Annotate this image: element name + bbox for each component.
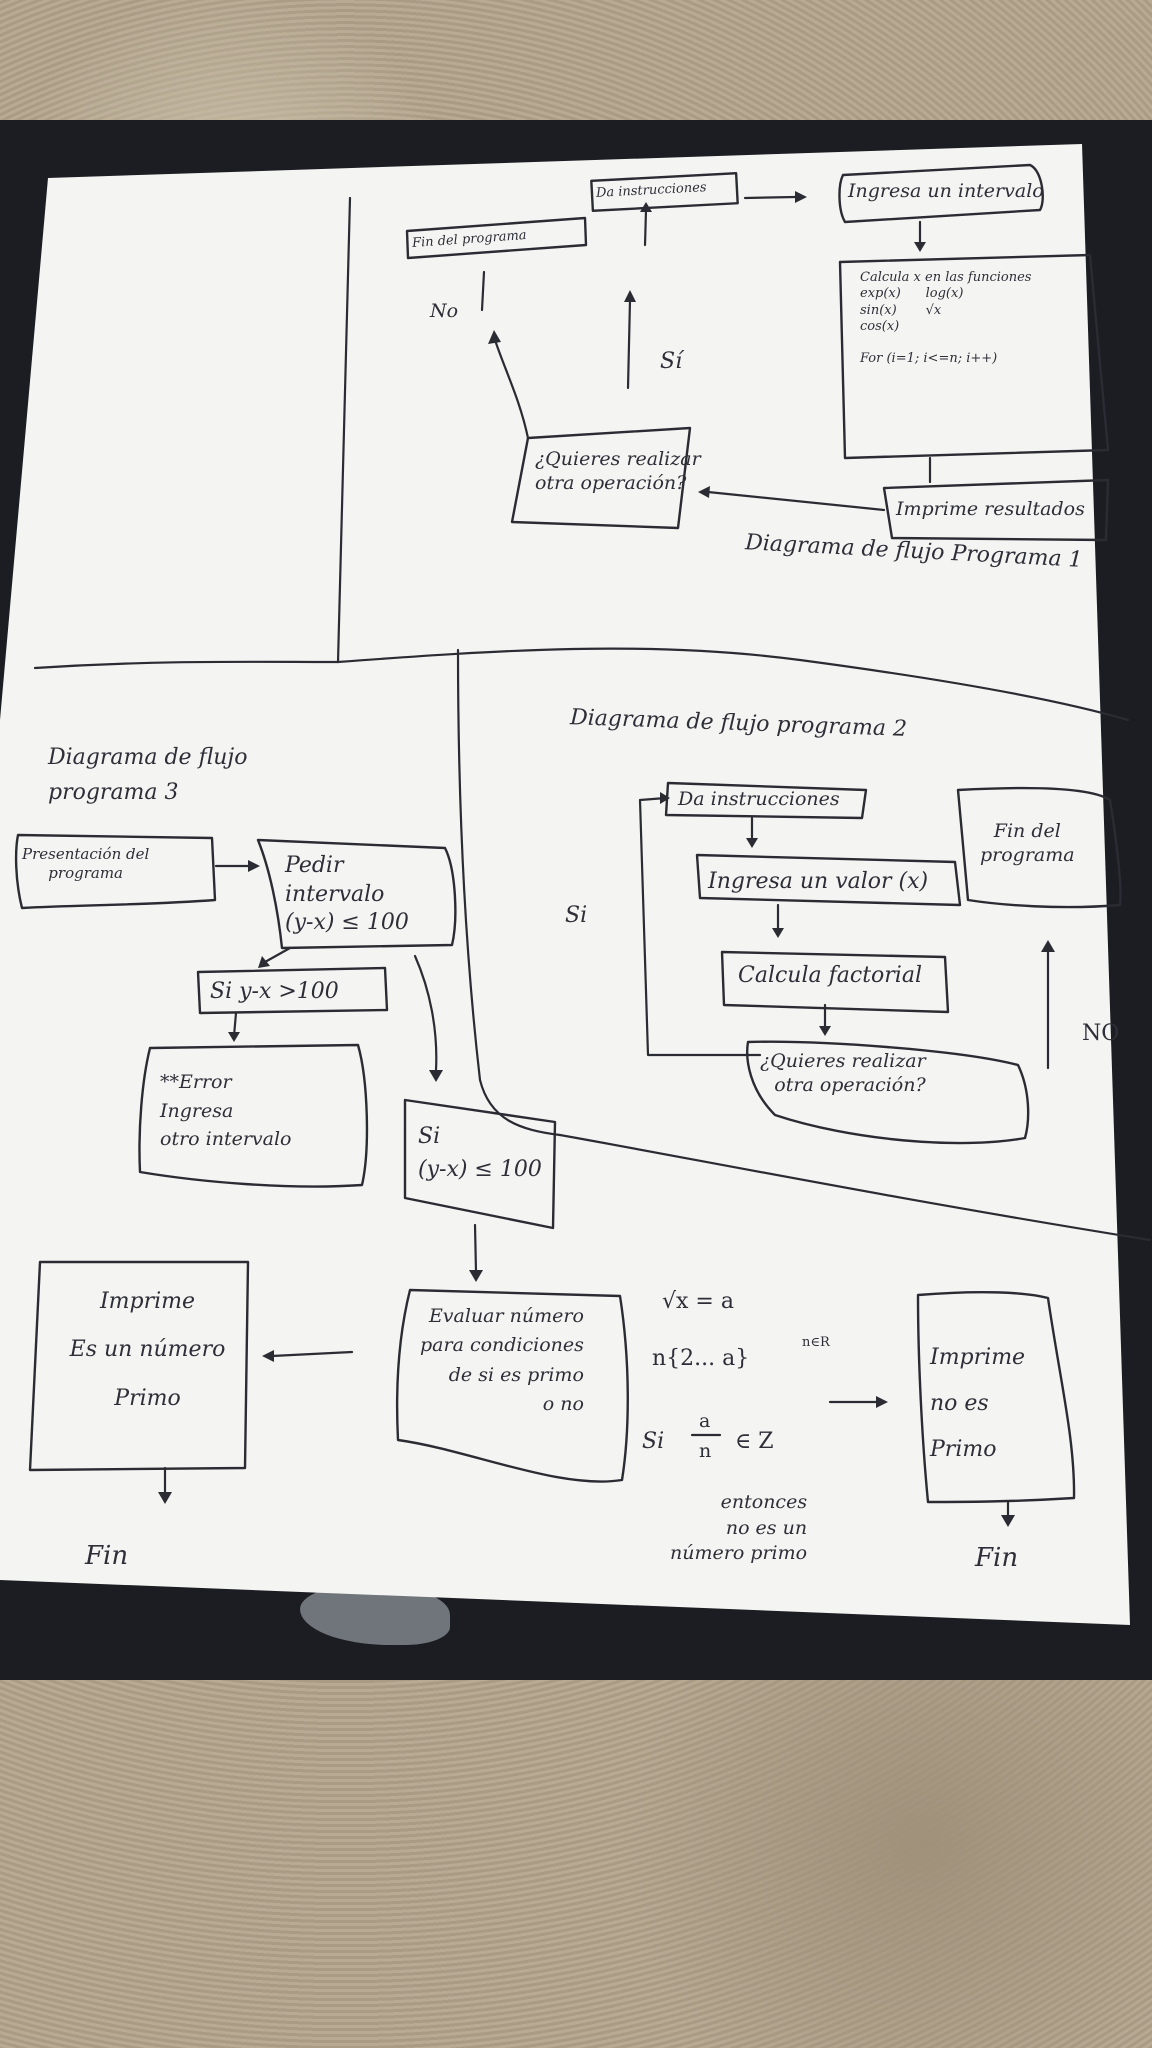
- p3-math-set: n{2... a}: [652, 1346, 750, 1371]
- p3-box-imprime-primo: [28, 1260, 250, 1472]
- p1-arrow-da-to-ingresa: [743, 195, 797, 200]
- p2-ingresa: Ingresa un valor (x): [708, 869, 929, 894]
- p3-arrow-si-menor-to-evaluar: [473, 1223, 478, 1274]
- p2-box-fin: [956, 786, 1122, 909]
- p3-math-sqrt: √x = a: [662, 1289, 734, 1314]
- p1-box-imprime: [882, 478, 1110, 542]
- p3-error: **Error Ingresa otro intervalo: [160, 1071, 292, 1150]
- p3-imprime-primo: Imprime Es un número Primo: [69, 1289, 226, 1411]
- p1-label-si: Sí: [660, 349, 683, 374]
- p1-box-fin-programa: [405, 216, 588, 260]
- p1-imprime: Imprime resultados: [896, 498, 1085, 520]
- p3-arrow-pedir-to-si-mayor: [263, 946, 292, 964]
- p2-quieres: ¿Quieres realizar otra operación?: [760, 1050, 926, 1096]
- p3-box-pedir: [256, 838, 457, 950]
- p3-box-presentacion: [14, 833, 217, 910]
- p3-math-si: Si: [642, 1429, 665, 1454]
- p2-box-ingresa: [695, 853, 962, 907]
- p2-label-si: Si: [565, 903, 588, 928]
- p3-box-imprime-no-primo: [916, 1290, 1076, 1504]
- p3-box-evaluar: [395, 1288, 629, 1483]
- p1-arrow-no-up: [480, 270, 486, 312]
- divider-vertical-mid: [456, 648, 562, 1137]
- p3-si-menor: Si (y-x) ≤ 100: [418, 1124, 542, 1182]
- p1-label-no: No: [430, 300, 459, 322]
- p3-fin-right: Fin: [975, 1543, 1019, 1573]
- p1-arrow-imprime-to-quieres: [706, 490, 886, 512]
- p2-box-quieres: [746, 1040, 1030, 1145]
- p3-pedir: Pedir intervalo (y-x) ≤ 100: [285, 853, 409, 936]
- p3-math-in-z: ∈ Z: [735, 1429, 774, 1454]
- p2-label-no: NO: [1082, 1021, 1120, 1046]
- divider-lower-right: [558, 1133, 1152, 1242]
- p3-si-mayor: Si y-x >100: [210, 979, 339, 1004]
- p1-arrow-quieres-to-fin: [493, 338, 530, 440]
- p3-arrow-pedir-to-si-menor: [413, 954, 438, 1072]
- p2-loop-si: [638, 796, 762, 1057]
- p1-box-quieres: [510, 426, 692, 530]
- p2-box-da-instrucciones: [664, 781, 868, 820]
- p3-imprime-no-primo: Imprime no es Primo: [930, 1345, 1026, 1463]
- p3-presentacion: Presentación del programa: [22, 845, 150, 882]
- p2-calcula: Calcula factorial: [738, 963, 922, 988]
- p3-math-nr: n∈R: [802, 1335, 830, 1350]
- p3-math-frac-den: n: [699, 1440, 712, 1462]
- p3-math-frac-num: a: [699, 1410, 711, 1432]
- p1-box-calcula: [838, 253, 1110, 460]
- p1-box-ingresa-intervalo: [838, 163, 1044, 224]
- p1-arrow-si-to-da: [643, 208, 648, 247]
- p3-arrow-evaluar-to-primo: [270, 1350, 354, 1358]
- p1-ingresa-intervalo: Ingresa un intervalo: [848, 180, 1044, 202]
- p1-arrow-si-up: [626, 298, 632, 390]
- p2-da-instrucciones: Da instrucciones: [678, 788, 840, 810]
- p3-box-si-menor: [403, 1098, 557, 1230]
- p3-fin-left: Fin: [85, 1541, 129, 1571]
- p3-evaluar: Evaluar número para condiciones de si es…: [420, 1305, 584, 1416]
- p1-box-da-instrucciones: [590, 172, 739, 212]
- divider-horizontal-left: [33, 660, 340, 670]
- p1-quieres: ¿Quieres realizar otra operación?: [535, 448, 701, 494]
- p3-box-error: [138, 1043, 369, 1188]
- p3-entonces: entonces no es un número primo: [670, 1491, 808, 1565]
- divider-vertical-top: [336, 196, 352, 664]
- p2-box-calcula: [720, 950, 950, 1014]
- p1-calcula: Calcula x en las funciones exp(x) log(x)…: [860, 270, 1032, 367]
- p3-title: Diagrama de flujo programa 3: [48, 745, 248, 806]
- p3-box-si-mayor: [196, 966, 389, 1015]
- divider-horizontal-top-right: [336, 647, 1130, 722]
- p2-fin: Fin del programa: [980, 820, 1075, 866]
